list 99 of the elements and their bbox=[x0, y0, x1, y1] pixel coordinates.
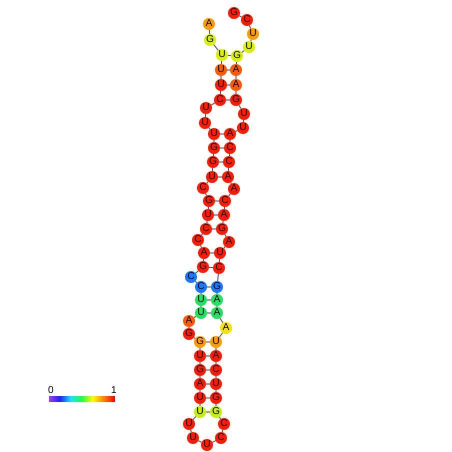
nucleotide-circle: A bbox=[228, 183, 240, 195]
base-pair-line bbox=[208, 266, 214, 268]
backbone-line bbox=[195, 270, 199, 274]
backbone-line bbox=[220, 60, 222, 65]
backbone-line bbox=[228, 167, 230, 172]
backbone-line bbox=[220, 90, 222, 95]
nucleotide-circle: A bbox=[210, 350, 222, 362]
nucleotide-circle: U bbox=[238, 108, 250, 120]
nucleotide-circle: C bbox=[200, 223, 212, 235]
backbone-line bbox=[208, 30, 210, 34]
nucleotide-circle: U bbox=[187, 432, 199, 444]
nucleotide-circle: G bbox=[194, 364, 206, 376]
nucleotide-circle: A bbox=[220, 322, 232, 334]
scale-label: 1 bbox=[111, 386, 117, 396]
nucleotide-circle: A bbox=[224, 128, 236, 140]
base-pair-line bbox=[206, 286, 212, 288]
nucleotide-circle: U bbox=[237, 122, 249, 134]
nucleotide-circle: U bbox=[206, 171, 218, 183]
nucleotide-circle: C bbox=[218, 418, 230, 430]
nucleotide-circle: U bbox=[195, 307, 207, 319]
nucleotide-circle: C bbox=[214, 94, 226, 106]
nucleotide-circle: A bbox=[183, 315, 195, 327]
nucleotide-circle: A bbox=[230, 79, 242, 91]
nucleotide-circle: G bbox=[204, 34, 216, 46]
nucleotide-circle: G bbox=[197, 261, 209, 273]
nucleotide-circle: C bbox=[192, 234, 204, 246]
nucleotide-circle: G bbox=[183, 328, 195, 340]
backbone-line bbox=[250, 39, 252, 42]
backbone-line bbox=[217, 273, 219, 282]
nucleotide-circle: A bbox=[223, 236, 235, 248]
base-pair-line bbox=[218, 176, 222, 178]
nucleotide-circle: U bbox=[202, 209, 214, 221]
nucleotide-circle: C bbox=[241, 14, 253, 26]
nucleotide-circle: C bbox=[219, 195, 231, 207]
backbone-line bbox=[208, 206, 210, 210]
nucleotide-circle: U bbox=[199, 117, 211, 129]
nucleotide-circle: A bbox=[194, 378, 206, 390]
base-pair-line bbox=[226, 84, 230, 86]
nucleotide-circle: U bbox=[247, 28, 259, 40]
nucleotide-circle: C bbox=[224, 142, 236, 154]
nucleotide-circle: U bbox=[208, 128, 220, 140]
nucleotide-circle: C bbox=[215, 432, 227, 444]
base-pair-line bbox=[227, 54, 232, 56]
nucleotide-circle: U bbox=[210, 336, 222, 348]
base-pair-line bbox=[214, 200, 220, 202]
nucleotide-circle: U bbox=[210, 378, 222, 390]
scale-label: 0 bbox=[48, 386, 54, 396]
backbone-line bbox=[224, 206, 226, 210]
backbone-line bbox=[220, 76, 222, 80]
backbone-line bbox=[212, 153, 214, 157]
nucleotide-circle: C bbox=[195, 281, 207, 293]
nucleotide-circle: U bbox=[214, 247, 226, 259]
base-pair-line bbox=[206, 312, 212, 314]
nucleotide-circle: A bbox=[222, 171, 234, 183]
nucleotide-circle: A bbox=[211, 307, 223, 319]
nucleotide-circle: U bbox=[243, 41, 255, 53]
nucleotide-circle: A bbox=[211, 294, 223, 306]
nucleotide-circle: G bbox=[203, 195, 215, 207]
nucleotide-circle: G bbox=[211, 281, 223, 293]
nucleotide-circle: G bbox=[230, 94, 242, 106]
backbone-line bbox=[242, 119, 244, 123]
nucleotide-circle: G bbox=[216, 223, 228, 235]
nucleotide-circle: U bbox=[201, 439, 213, 451]
base-pair-line bbox=[210, 252, 214, 254]
base-pair-line bbox=[214, 214, 218, 216]
backbone-line bbox=[212, 167, 214, 172]
backbone-line bbox=[236, 61, 238, 65]
nucleotide-circle: C bbox=[185, 271, 197, 283]
nucleotide-circle: A bbox=[198, 247, 210, 259]
backbone-line bbox=[204, 113, 206, 118]
nucleotide-circle: G bbox=[231, 50, 243, 62]
nucleotide-circle: C bbox=[213, 262, 225, 274]
nucleotide-circle: C bbox=[223, 156, 235, 168]
nucleotide-circle: U bbox=[194, 392, 206, 404]
backbone-line bbox=[213, 44, 219, 51]
nucleotide-circle: G bbox=[210, 406, 222, 418]
backbone-line bbox=[218, 258, 220, 263]
nucleotide-circle: U bbox=[200, 102, 212, 114]
nucleotide-circle: G bbox=[208, 142, 220, 154]
nucleotide-circle: A bbox=[230, 64, 242, 76]
nucleotide-circle: A bbox=[203, 18, 215, 30]
nucleotide-circle: U bbox=[194, 406, 206, 418]
nucleotide-circle: U bbox=[195, 294, 207, 306]
backbone-line bbox=[202, 258, 204, 262]
nucleotide-circle: U bbox=[216, 49, 228, 61]
nucleotide-circle: A bbox=[218, 209, 230, 221]
nucleotide-circle: C bbox=[210, 364, 222, 376]
nucleotide-circle: U bbox=[215, 64, 227, 76]
backbone-line bbox=[192, 416, 196, 420]
backbone-line bbox=[228, 153, 230, 157]
nucleotide-circle: U bbox=[183, 418, 195, 430]
nucleotide-circle: G bbox=[228, 7, 240, 19]
nucleotide-circle: G bbox=[210, 392, 222, 404]
base-pair-line bbox=[212, 228, 216, 230]
nucleotide-circle: U bbox=[194, 350, 206, 362]
nucleotide-circle: U bbox=[215, 79, 227, 91]
nucleotide-circle: C bbox=[197, 182, 209, 194]
nucleotide-circle: G bbox=[194, 336, 206, 348]
nucleotide-circle: G bbox=[207, 156, 219, 168]
